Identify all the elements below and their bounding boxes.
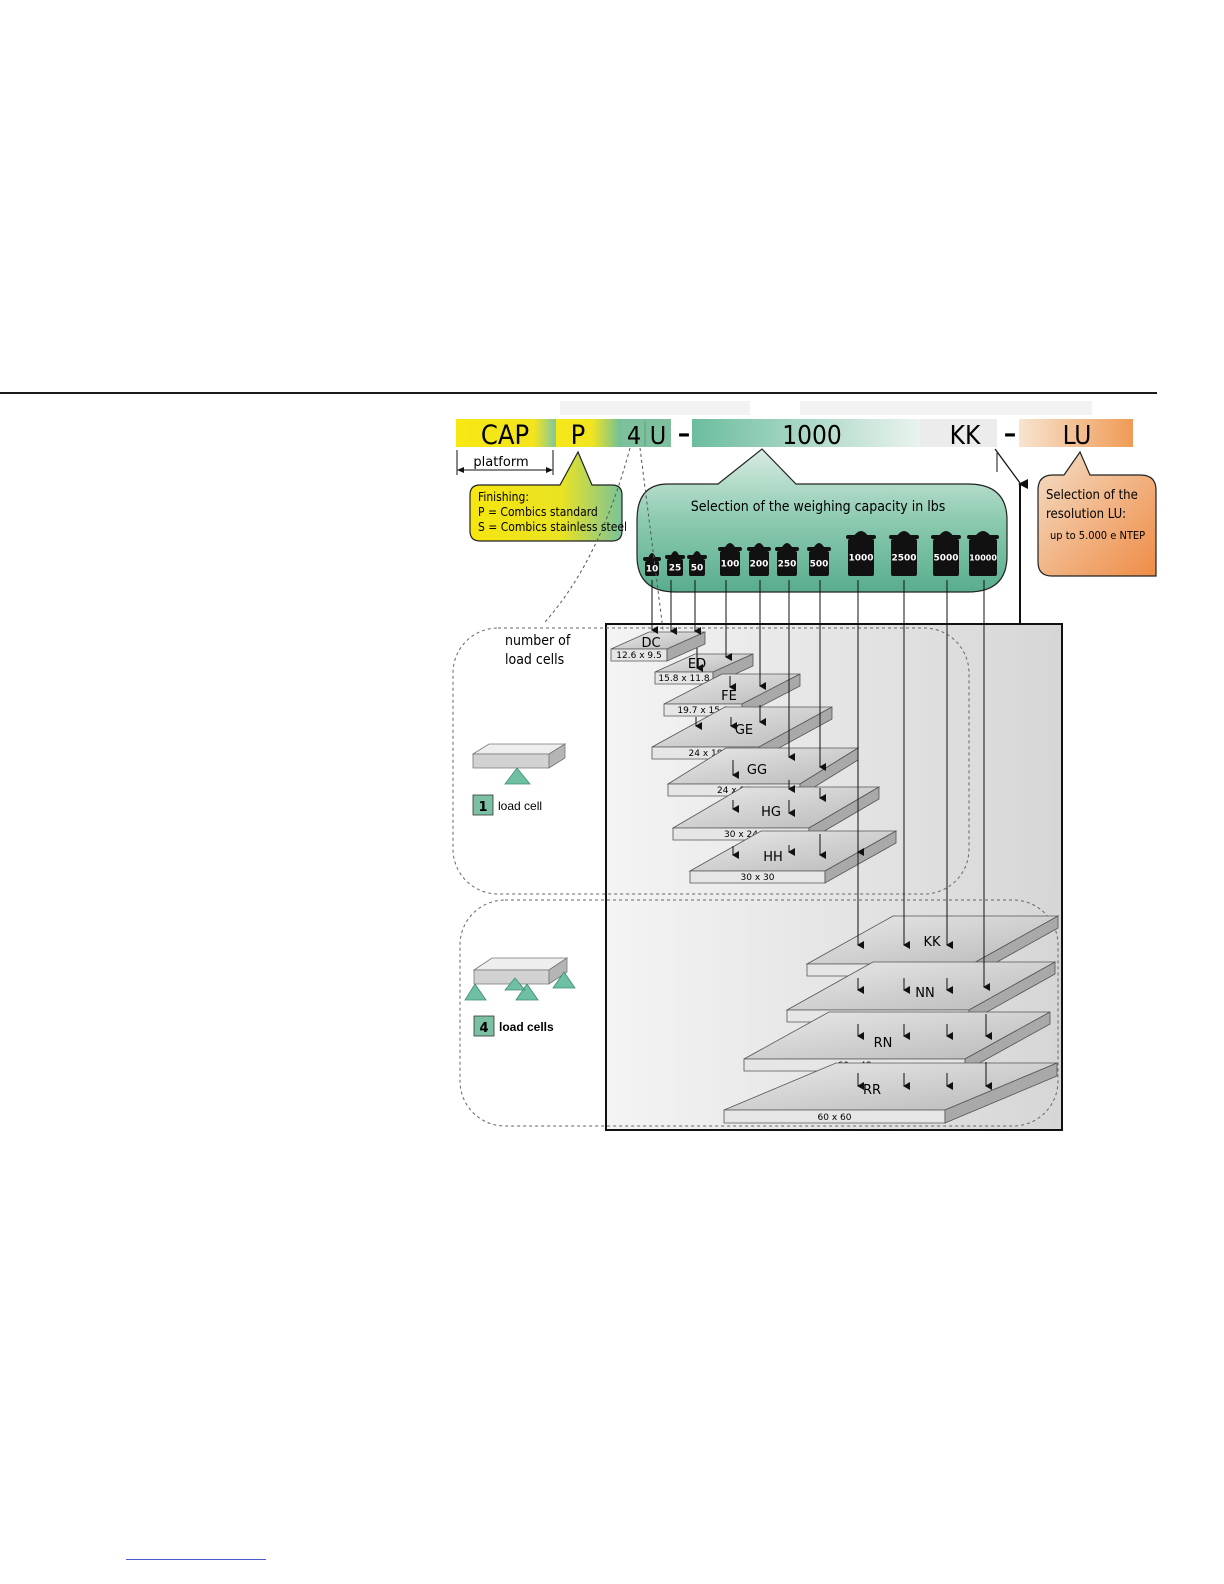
weight-10000-icon: 10000 xyxy=(967,531,999,576)
weight-label: 50 xyxy=(691,564,704,574)
weight-50-icon: 50 xyxy=(687,551,707,576)
code-bar: CAP P 4 U – 1000 KK – LU xyxy=(456,419,1133,451)
weight-5000-icon: 5000 xyxy=(931,531,961,576)
one-load-cell-icon xyxy=(471,743,567,785)
platform-code: KK xyxy=(950,421,981,451)
platform-code-label: NN xyxy=(915,986,934,1001)
platform-code-label: FE xyxy=(721,689,737,704)
resolution-callout: Selection of the resolution LU: up to 5.… xyxy=(1037,450,1157,577)
dash-2: – xyxy=(1004,419,1017,448)
weight-icons: 10 25 50 100 200 250 500 1000 2500 5000 10000 xyxy=(643,531,999,576)
finishing-code: P xyxy=(571,420,586,451)
resolution-title-2: resolution LU: xyxy=(1046,507,1126,522)
platform-size-label: 19.7 x 15.8 xyxy=(677,706,728,716)
weight-label: 250 xyxy=(778,560,797,570)
resolution-value: up to 5.000 e NTEP xyxy=(1050,529,1145,542)
load-cells-heading-2: load cells xyxy=(505,652,564,668)
platform-code-label: KK xyxy=(923,935,941,950)
platform-code-label: HG xyxy=(761,805,781,820)
capacity-segment xyxy=(692,419,920,447)
one-load-cell-number: 1 xyxy=(478,800,487,815)
cells-code: 4 xyxy=(627,421,641,450)
platform-dimension: platform xyxy=(456,450,554,475)
finishing-option-s: S = Combics stainless steel xyxy=(478,520,627,534)
platform-size-label: 30 x 30 xyxy=(741,873,775,883)
platform-code-label: GG xyxy=(747,763,767,778)
dash-1: – xyxy=(678,419,691,448)
four-load-cells-number: 4 xyxy=(479,1021,488,1036)
weight-label: 10000 xyxy=(969,554,997,563)
platform-size-label: 12.6 x 9.5 xyxy=(616,651,661,661)
load-cells-heading-1: number of xyxy=(505,633,571,649)
weight-25-icon: 25 xyxy=(665,551,685,576)
four-load-cells-badge xyxy=(473,1015,495,1037)
weight-label: 10 xyxy=(646,565,659,575)
finishing-title: Finishing: xyxy=(478,490,529,504)
one-load-cell-badge xyxy=(472,794,494,816)
one-load-cell-label: load cell xyxy=(498,799,542,813)
resolution-title-1: Selection of the xyxy=(1046,488,1138,503)
platform-size-label: 24 x 18 xyxy=(689,749,723,759)
platform-label: platform xyxy=(473,455,528,470)
weight-label: 5000 xyxy=(933,554,958,564)
four-load-cells-label: load cells xyxy=(499,1020,554,1034)
weight-10-icon: 10 xyxy=(643,553,661,576)
weight-label: 2500 xyxy=(891,554,916,564)
platform-size-label: 24 x 24 xyxy=(717,786,751,796)
platform-code-label: GE xyxy=(735,723,753,738)
finishing-option-p: P = Combics standard xyxy=(478,505,598,519)
unit-code: U xyxy=(650,421,666,450)
weight-1000-icon: 1000 xyxy=(846,531,876,576)
capacity-code: 1000 xyxy=(782,421,842,451)
platform-segment xyxy=(920,419,997,447)
weight-500-icon: 500 xyxy=(807,543,831,576)
platform-rr: RR 60 x 60 xyxy=(723,1062,1058,1124)
finishing-segment xyxy=(556,419,621,447)
platform-code-label: DC xyxy=(641,636,660,651)
capacity-callout: Selection of the weighing capacity in lb… xyxy=(636,448,1008,593)
weight-2500-icon: 2500 xyxy=(889,531,919,576)
weight-label: 1000 xyxy=(848,554,873,564)
weight-label: 100 xyxy=(721,560,740,570)
cap-segment xyxy=(456,419,556,447)
platform-code-label: RR xyxy=(863,1083,881,1098)
resolution-code: LU xyxy=(1063,421,1092,451)
weight-200-icon: 200 xyxy=(747,543,771,576)
platform-size-label: 15.8 x 11.8 xyxy=(658,674,709,684)
one-cell-region xyxy=(452,627,970,895)
footer-link-rule xyxy=(126,1559,266,1560)
platform-size-label: 30 x 24 xyxy=(724,830,758,840)
weight-label: 200 xyxy=(750,560,769,570)
platform-code-label: RN xyxy=(874,1036,893,1051)
cells-segment xyxy=(621,419,671,447)
resolution-segment xyxy=(1019,419,1133,447)
capacity-title: Selection of the weighing capacity in lb… xyxy=(691,499,946,515)
weight-label: 500 xyxy=(810,560,829,570)
four-load-cells-icon xyxy=(464,957,576,1001)
weight-label: 25 xyxy=(669,564,682,574)
cap-code: CAP xyxy=(481,420,529,451)
capacity-arrows xyxy=(651,580,992,1090)
platform-size-label: 60 x 60 xyxy=(818,1113,852,1123)
platform-code-label: HH xyxy=(763,850,783,865)
finishing-callout: Finishing: P = Combics standard S = Comb… xyxy=(469,450,627,542)
four-cell-region xyxy=(459,899,1059,1127)
weight-100-icon: 100 xyxy=(718,543,742,576)
weight-250-icon: 250 xyxy=(775,543,799,576)
header-rule xyxy=(0,392,1157,394)
